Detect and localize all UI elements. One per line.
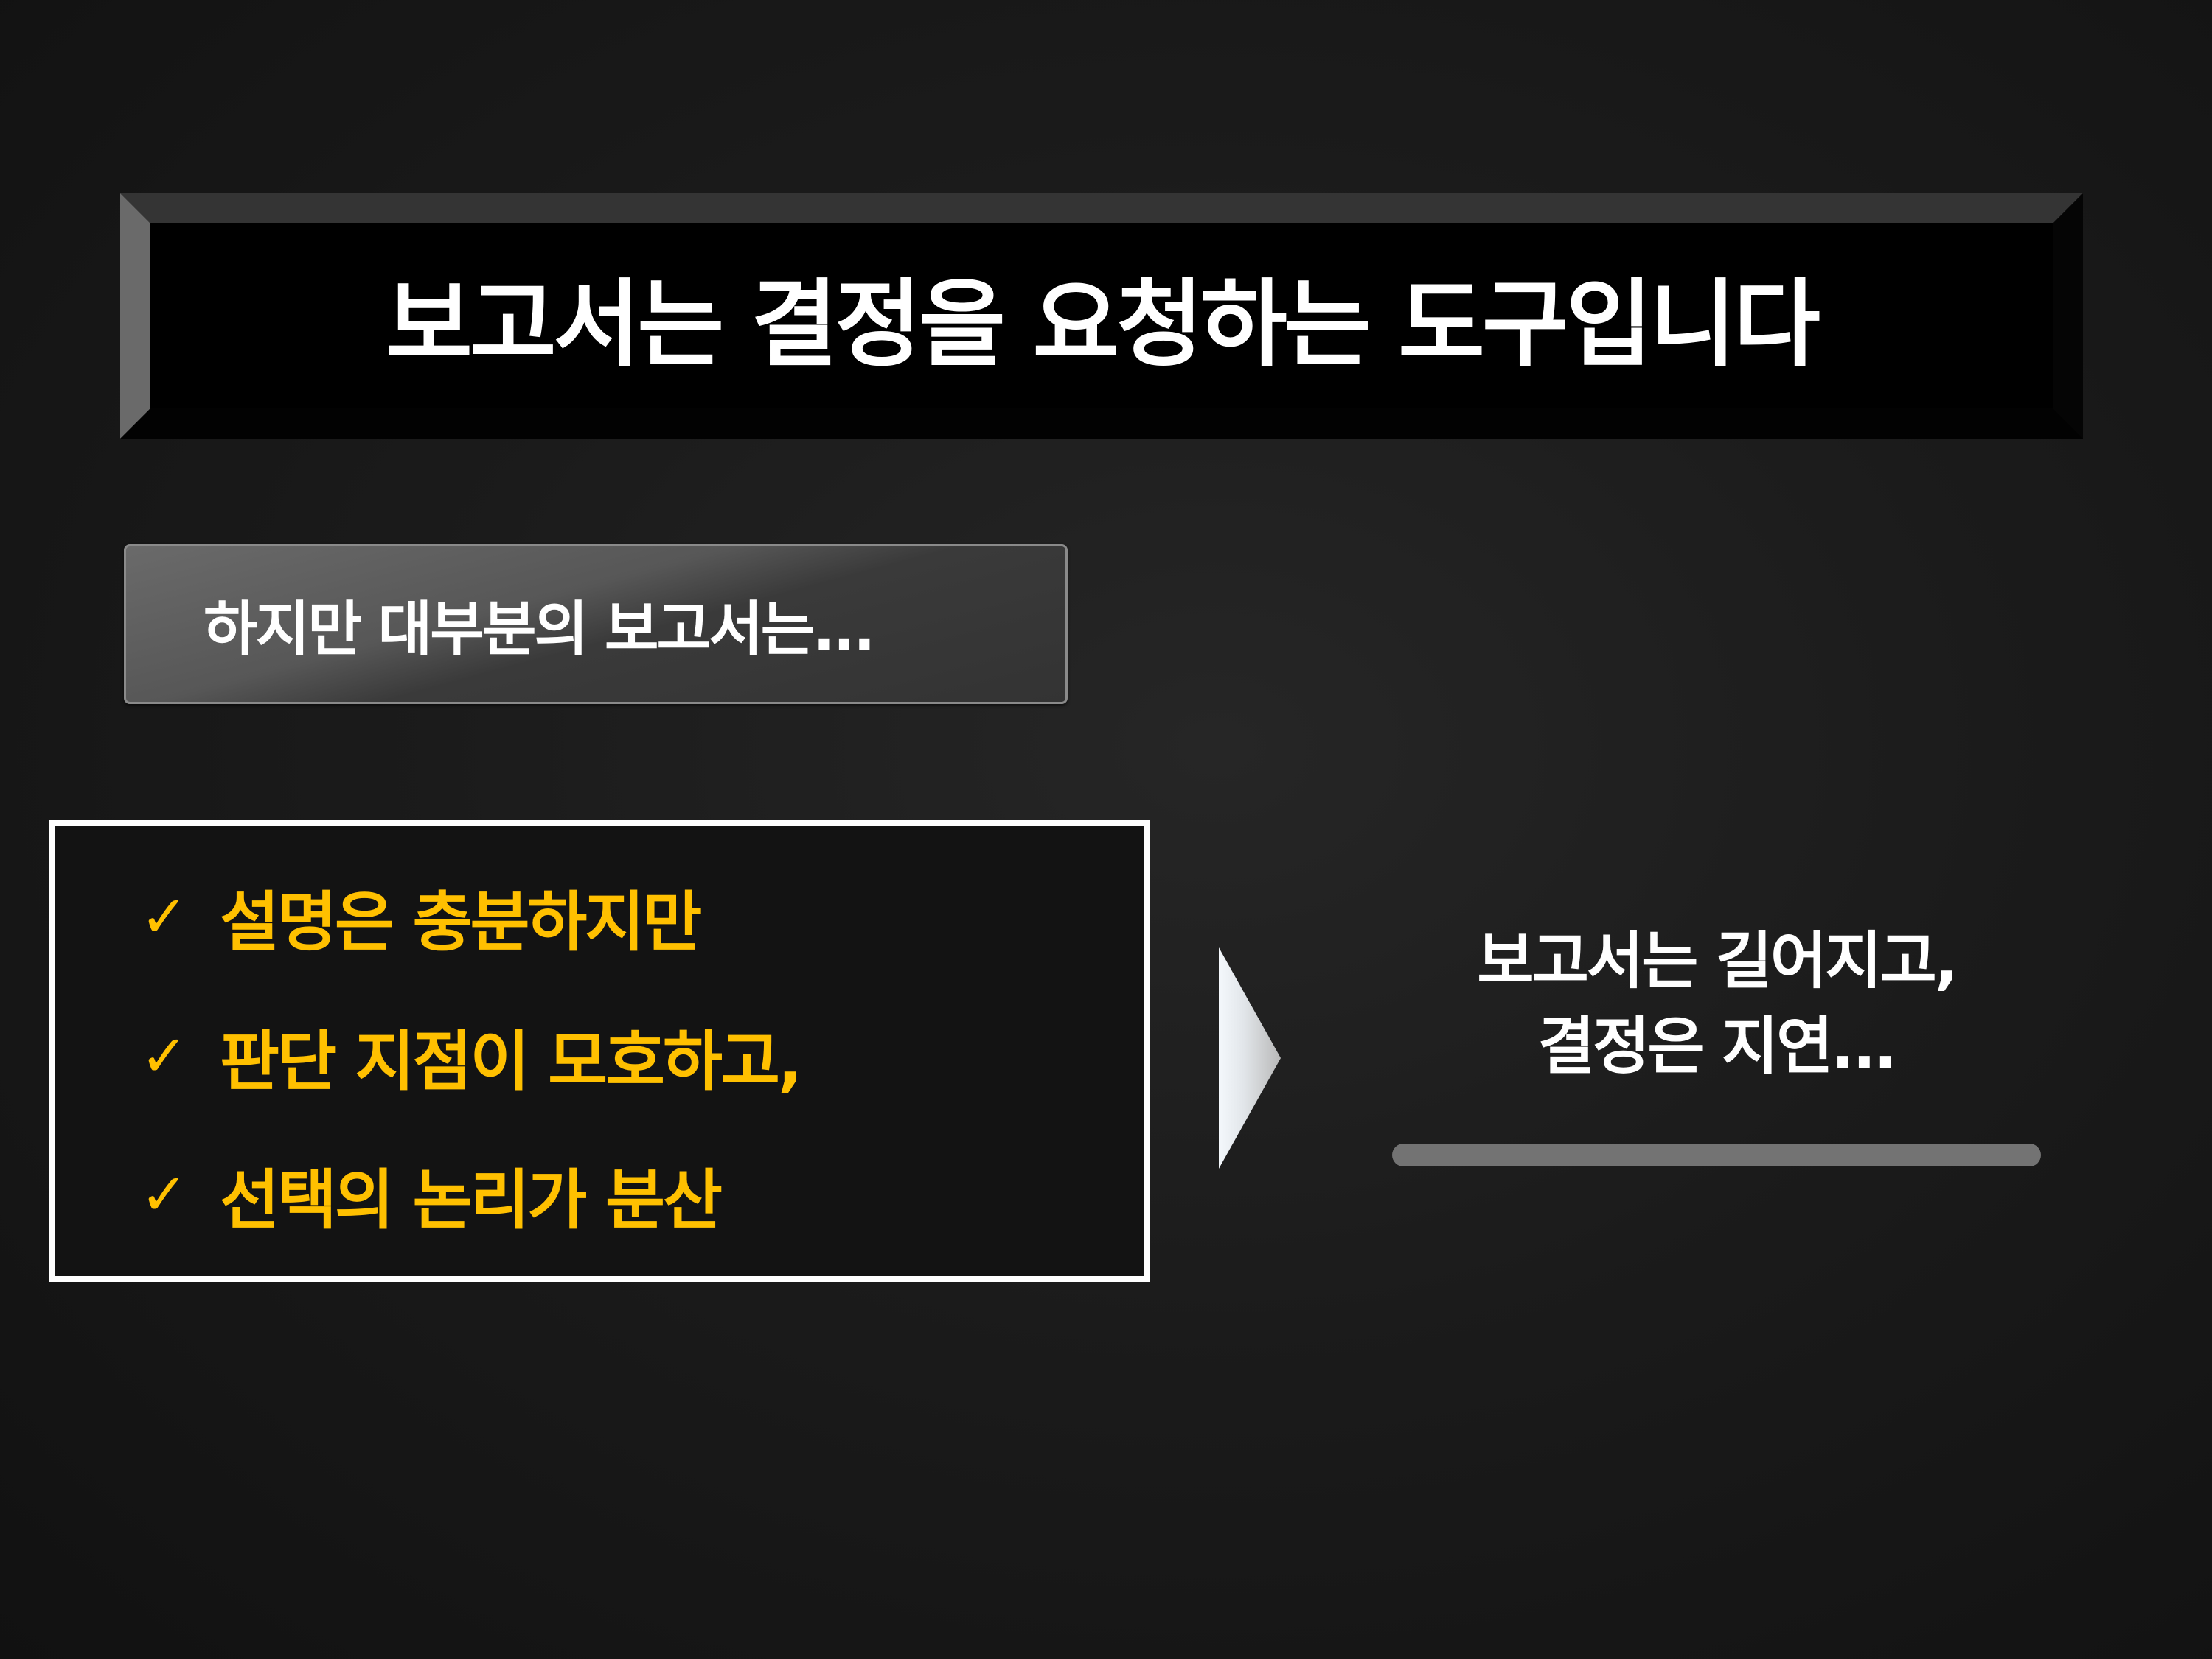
- list-item: ✓ 선택의 논리가 분산: [140, 1148, 723, 1242]
- list-item: ✓ 판단 지점이 모호하고,: [140, 1009, 802, 1103]
- subtitle-label: 하지만 대부분의 보고서는...: [204, 594, 875, 664]
- bevel-right: [2053, 193, 2083, 439]
- list-item-label: 선택의 논리가 분산: [220, 1162, 723, 1238]
- bevel-bottom: [120, 408, 2083, 439]
- bevel-top: [120, 193, 2083, 223]
- check-icon: ✓: [140, 883, 189, 950]
- list-item-label: 판단 지점이 모호하고,: [220, 1023, 802, 1099]
- check-icon: ✓: [140, 1161, 189, 1228]
- result-line-1: 보고서는 길어지고,: [1477, 925, 1958, 997]
- page-title: 보고서는 결정을 요청하는 도구입니다: [386, 270, 1820, 380]
- list-item-label: 설명은 충분하지만: [220, 884, 702, 960]
- result-text: 보고서는 길어지고, 결정은 지연...: [1392, 918, 2041, 1089]
- divider-bar: [1392, 1144, 2041, 1166]
- list-item: ✓ 설명은 충분하지만: [140, 870, 702, 964]
- result-line-2: 결정은 지연...: [1537, 1010, 1897, 1082]
- arrow-right-icon: [1219, 947, 1281, 1169]
- issue-list-box: ✓ 설명은 충분하지만 ✓ 판단 지점이 모호하고, ✓ 선택의 논리가 분산: [49, 820, 1150, 1282]
- check-icon: ✓: [140, 1023, 189, 1090]
- title-banner: 보고서는 결정을 요청하는 도구입니다: [120, 193, 2083, 439]
- bevel-left: [120, 193, 150, 439]
- subtitle-button: 하지만 대부분의 보고서는...: [124, 544, 1068, 704]
